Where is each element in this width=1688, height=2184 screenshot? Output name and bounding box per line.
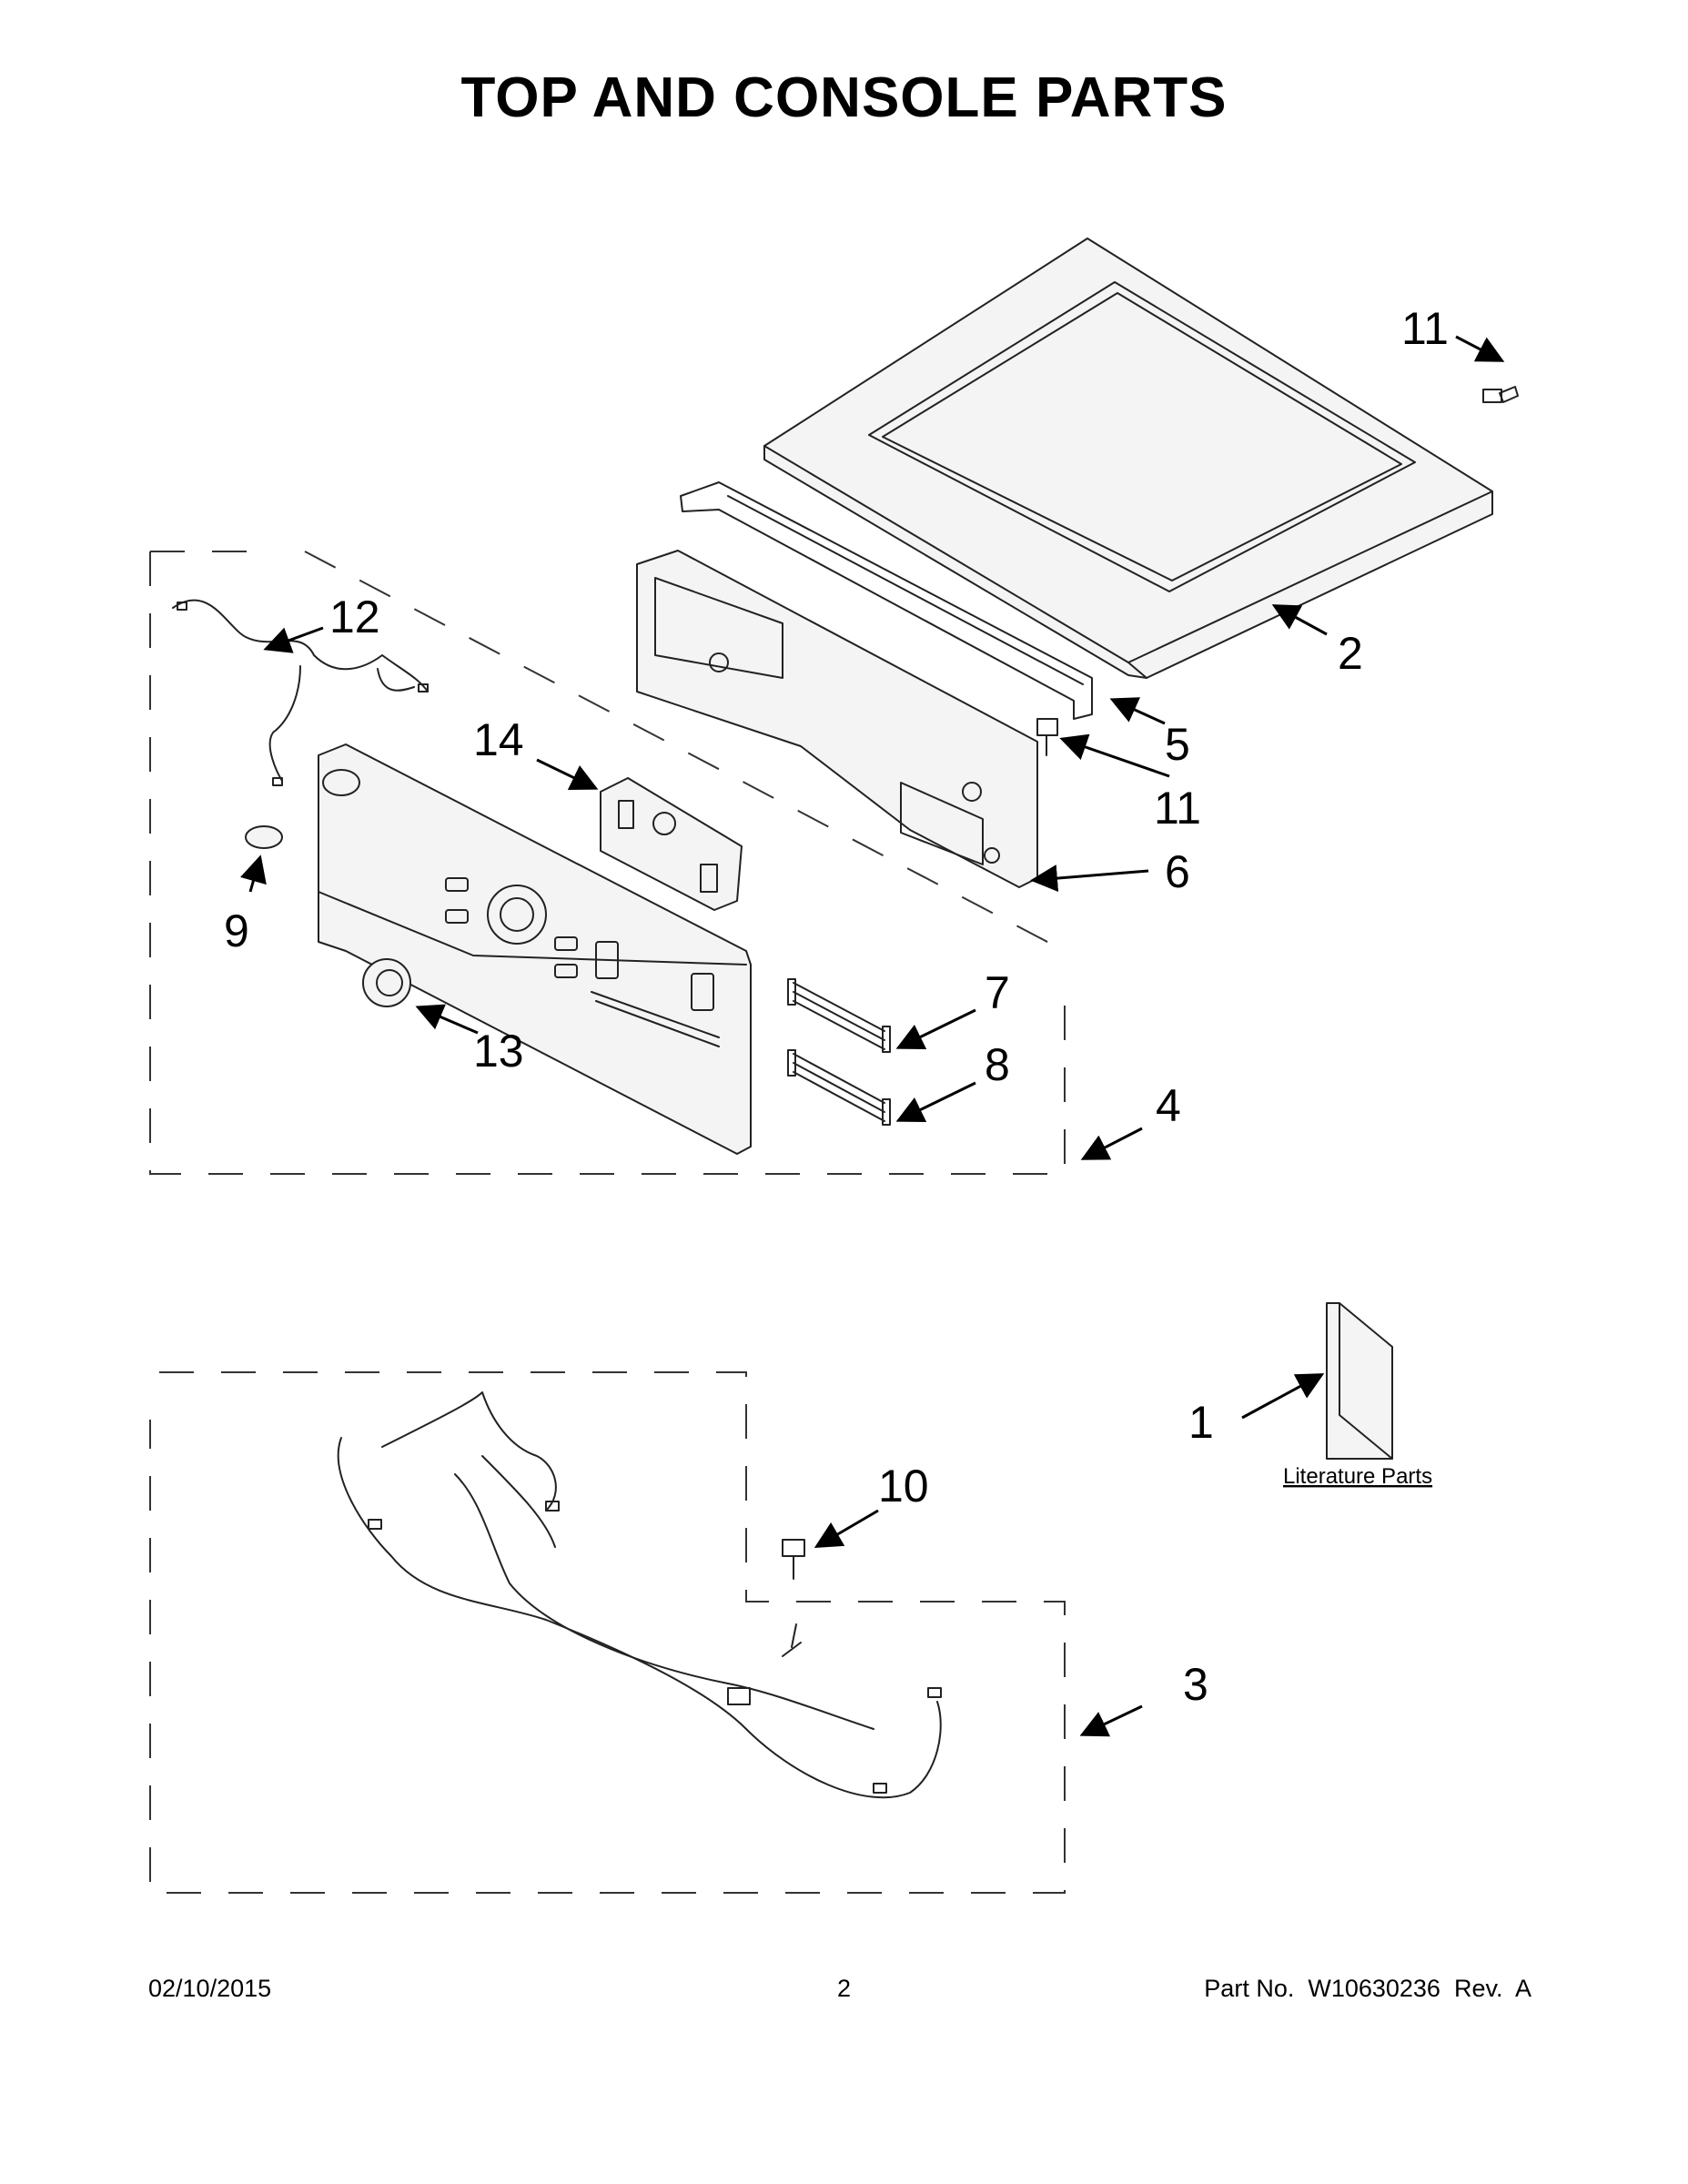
- callout-7: 7: [985, 967, 1010, 1018]
- badge-part: [245, 825, 283, 849]
- callout-9: 9: [224, 905, 249, 956]
- console-group-outline: [149, 551, 1066, 1175]
- callout-1: 1: [1188, 1397, 1214, 1448]
- callout-8: 8: [985, 1039, 1010, 1090]
- literature-parts-label: Literature Parts: [1283, 1464, 1432, 1489]
- control-board-part: [600, 777, 743, 911]
- console-wire-harness-part: [172, 599, 429, 786]
- callout-11-console: 11: [1154, 783, 1201, 834]
- rear-bracket-part: [680, 481, 1093, 720]
- console-frame-part: [636, 550, 1038, 888]
- footer-page-number: 2: [836, 1975, 852, 2002]
- top-panel-part: [763, 238, 1493, 679]
- callout-11-top: 11: [1401, 303, 1449, 354]
- callout-14: 14: [473, 714, 524, 765]
- footer-part-number: Part No. W10630236 Rev. A: [1204, 1975, 1531, 2002]
- literature-booklet-part: [1326, 1302, 1393, 1460]
- main-wire-harness-part: [337, 1391, 942, 1799]
- callout-13: 13: [473, 1026, 524, 1077]
- screw-part-top-right: [1482, 386, 1519, 403]
- screw-part-console: [1036, 718, 1058, 756]
- callout-2: 2: [1338, 628, 1363, 679]
- callout-4: 4: [1156, 1080, 1181, 1131]
- callout-10: 10: [878, 1461, 929, 1512]
- knob-part: [362, 958, 411, 1007]
- callout-6: 6: [1165, 846, 1190, 897]
- leader-arrows: [239, 335, 1505, 1737]
- callout-12: 12: [329, 592, 380, 642]
- footer-date: 02/10/2015: [148, 1975, 272, 2002]
- console-panel-part: [318, 743, 752, 1155]
- ribbon-cable-part-7: [787, 978, 891, 1053]
- callout-3: 3: [1183, 1659, 1208, 1710]
- page-title: TOP AND CONSOLE PARTS: [460, 66, 1228, 129]
- screw-part-harness: [782, 1539, 805, 1580]
- harness-group-outline: [149, 1371, 1066, 1894]
- ribbon-cable-part-8: [787, 1049, 891, 1126]
- callout-5: 5: [1165, 719, 1190, 770]
